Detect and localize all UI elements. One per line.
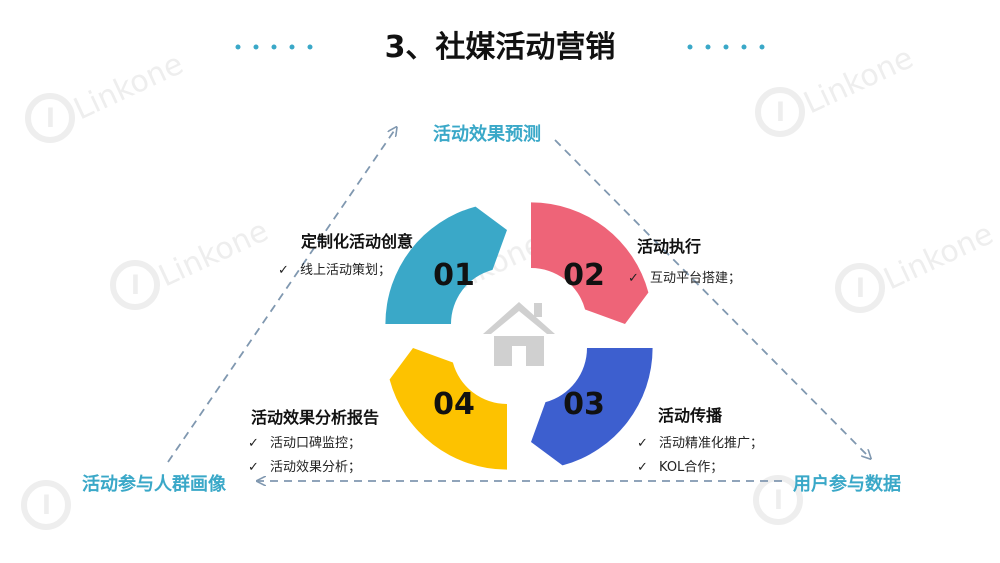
check-icon: ✓ <box>637 436 648 451</box>
cycle-ring <box>385 202 653 470</box>
cycle-number-02: 02 <box>563 258 605 293</box>
cycle-segment-01 <box>385 206 507 324</box>
cycle-number-03: 03 <box>563 387 605 422</box>
check-icon: ✓ <box>637 460 648 475</box>
check-icon: ✓ <box>628 271 639 286</box>
cycle-segment-01 <box>531 202 649 324</box>
step-04-heading: 活动效果分析报告 <box>251 408 380 427</box>
title-dots-left <box>235 44 313 50</box>
cycle-number-01: 01 <box>433 258 475 293</box>
arrow-left-to-top <box>167 128 396 463</box>
corner-label-left: 活动参与人群画像 <box>82 474 226 495</box>
step-03-item: ✓活动精准化推广； <box>637 436 764 451</box>
arrow-top-to-right <box>554 139 870 458</box>
step-04-item: ✓活动效果分析； <box>248 460 362 475</box>
house-icon <box>483 302 555 366</box>
step-02-item: ✓互动平台搭建； <box>628 271 742 286</box>
cycle-number-04: 04 <box>433 387 475 422</box>
title-dots-right <box>687 44 765 50</box>
step-03-heading: 活动传播 <box>658 406 723 425</box>
step-01-heading: 定制化活动创意 <box>301 232 414 251</box>
step-01-item: ✓线上活动策划； <box>278 263 392 278</box>
step-02-heading: 活动执行 <box>637 237 702 256</box>
check-icon: ✓ <box>248 436 259 451</box>
cycle-segment-04 <box>389 348 507 470</box>
svg-text:Linkone: Linkone <box>154 213 274 294</box>
corner-label-top: 活动效果预测 <box>433 124 541 145</box>
svg-text:Linkone: Linkone <box>879 216 999 297</box>
watermark: Linkone Linkone Linkone Linkone Linkone <box>24 40 999 527</box>
page-title: 3、社媒活动营销 <box>384 30 616 65</box>
cycle-segment-03 <box>531 348 653 466</box>
check-icon: ✓ <box>248 460 259 475</box>
check-icon: ✓ <box>278 263 289 278</box>
step-03-item: ✓KOL合作； <box>637 460 724 475</box>
step-04-item: ✓活动口碑监控； <box>248 436 362 451</box>
corner-label-right: 用户参与数据 <box>793 474 901 495</box>
